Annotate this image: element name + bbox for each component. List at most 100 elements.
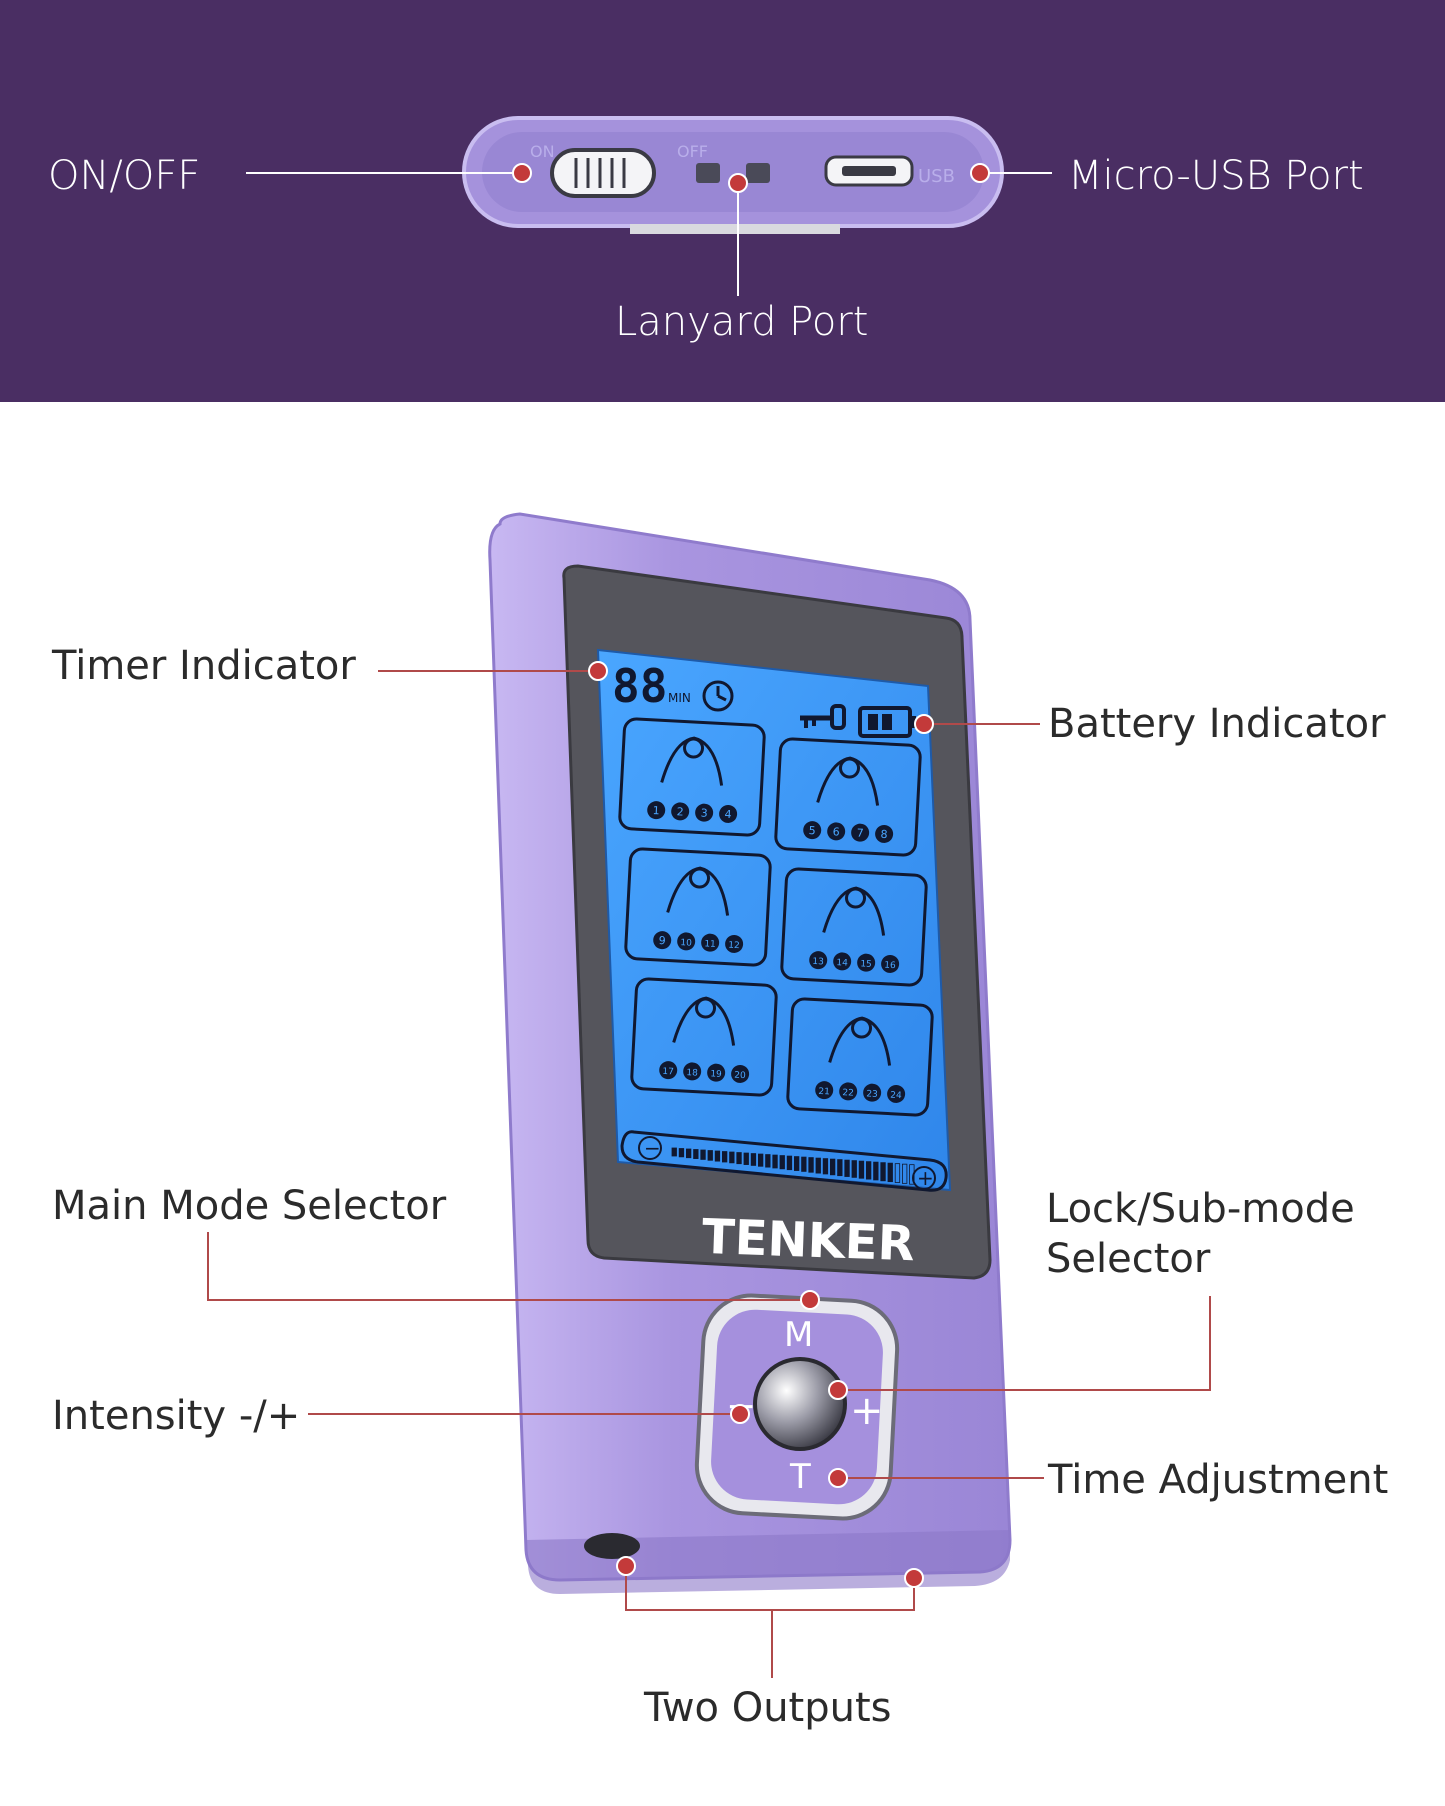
label-timer-indicator: Timer Indicator xyxy=(52,643,356,689)
intensity-segment xyxy=(779,1155,785,1170)
output-jack[interactable] xyxy=(584,1533,640,1559)
mode-number-dot xyxy=(731,1064,750,1083)
label-lanyard-port: Lanyard Port xyxy=(615,299,869,345)
marker-dot xyxy=(828,1468,848,1488)
marker-dot xyxy=(616,1556,636,1576)
intensity-segment xyxy=(729,1151,735,1164)
mode-number-dot xyxy=(875,824,894,843)
mode-number: 22 xyxy=(842,1088,854,1099)
intensity-segment xyxy=(765,1154,771,1168)
hand-knead-icon xyxy=(816,756,880,806)
mode-number-dot xyxy=(695,803,714,822)
label-time-adjustment: Time Adjustment xyxy=(1048,1457,1389,1503)
label-intensity: Intensity -/+ xyxy=(52,1393,301,1439)
mode-number: 20 xyxy=(734,1071,746,1082)
marker-dot xyxy=(828,1380,848,1400)
intensity-segment xyxy=(722,1151,728,1163)
intensity-segment xyxy=(830,1158,836,1176)
mode-number: 1 xyxy=(652,804,660,817)
mode-number-dot xyxy=(803,821,822,840)
marker-dot xyxy=(970,163,990,183)
intensity-segment xyxy=(714,1150,721,1162)
intensity-segment xyxy=(736,1152,742,1165)
mode-number-dot xyxy=(725,934,744,953)
lock-key-icon xyxy=(800,704,846,730)
mode-number-dot xyxy=(827,822,846,841)
hands-tap-icon xyxy=(666,866,730,916)
intensity-segment xyxy=(902,1163,908,1184)
mode-number-dot xyxy=(809,951,828,970)
neck-shoulder-icon xyxy=(660,736,724,786)
leader-lock-sub xyxy=(838,1296,1211,1391)
mode-number-dot xyxy=(653,931,672,950)
leader-main-mode xyxy=(207,1232,810,1301)
exercise-person-icon xyxy=(828,1016,892,1066)
marker-dot xyxy=(730,1404,750,1424)
mode-number: 16 xyxy=(884,961,896,972)
mode-number: 13 xyxy=(812,957,824,968)
intensity-segment xyxy=(851,1160,857,1178)
timer-digits: 88 xyxy=(612,659,667,713)
mode-number: 7 xyxy=(856,827,864,840)
mode-number-dot xyxy=(719,804,738,823)
mode-number-dot xyxy=(659,1061,678,1080)
intensity-segment xyxy=(887,1162,893,1183)
mode-number: 15 xyxy=(860,959,872,970)
button-m[interactable]: M xyxy=(784,1315,813,1355)
mode-number: 9 xyxy=(658,934,666,947)
intensity-segment xyxy=(758,1153,764,1167)
mode-number: 18 xyxy=(686,1068,698,1079)
intensity-segment xyxy=(786,1155,793,1171)
marker-dot xyxy=(588,661,608,681)
intensity-segment xyxy=(772,1154,778,1169)
center-knob[interactable] xyxy=(753,1357,847,1451)
on-text: ON xyxy=(530,142,555,161)
mode-number-dot xyxy=(683,1062,702,1081)
intensity-segment xyxy=(750,1153,757,1166)
mode-number-dot xyxy=(839,1082,858,1101)
mode-number: 3 xyxy=(700,807,708,820)
mode-number-dot xyxy=(863,1083,882,1102)
intensity-minus: − xyxy=(644,1136,661,1160)
label-two-outputs: Two Outputs xyxy=(644,1685,892,1731)
mode-number: 23 xyxy=(866,1089,878,1100)
hot-stone-icon xyxy=(822,886,886,936)
intensity-segment xyxy=(794,1156,800,1171)
intensity-segment xyxy=(822,1158,829,1175)
mode-number-dot xyxy=(707,1063,726,1082)
mode-number-dot xyxy=(881,954,900,973)
mode-number-dot xyxy=(887,1084,906,1103)
battery-icon xyxy=(858,706,916,738)
mode-number-dot xyxy=(671,802,690,821)
timer-unit: MIN xyxy=(668,691,691,705)
label-on-off: ON/OFF xyxy=(48,153,201,199)
intensity-segment xyxy=(844,1159,850,1177)
mode-number-dot xyxy=(815,1081,834,1100)
lanyard-hole xyxy=(696,163,720,183)
mode-number: 10 xyxy=(680,938,692,949)
marker-dot xyxy=(800,1290,820,1310)
button-t[interactable]: T xyxy=(789,1457,811,1497)
intensity-segment xyxy=(894,1163,901,1183)
mode-number: 2 xyxy=(676,805,684,818)
intensity-segment xyxy=(837,1159,843,1177)
usb-text: USB xyxy=(918,166,955,187)
intensity-segment xyxy=(707,1150,713,1161)
mode-number: 19 xyxy=(710,1069,722,1080)
off-text: OFF xyxy=(677,142,708,161)
on-off-switch[interactable] xyxy=(550,148,656,198)
intensity-segment xyxy=(866,1161,872,1180)
mode-number: 6 xyxy=(832,825,840,838)
mode-number-dot xyxy=(857,953,876,972)
button-plus[interactable]: + xyxy=(850,1388,884,1434)
mode-number: 12 xyxy=(728,941,740,952)
mode-number: 8 xyxy=(880,828,888,841)
leader-outputs xyxy=(625,1566,915,1611)
